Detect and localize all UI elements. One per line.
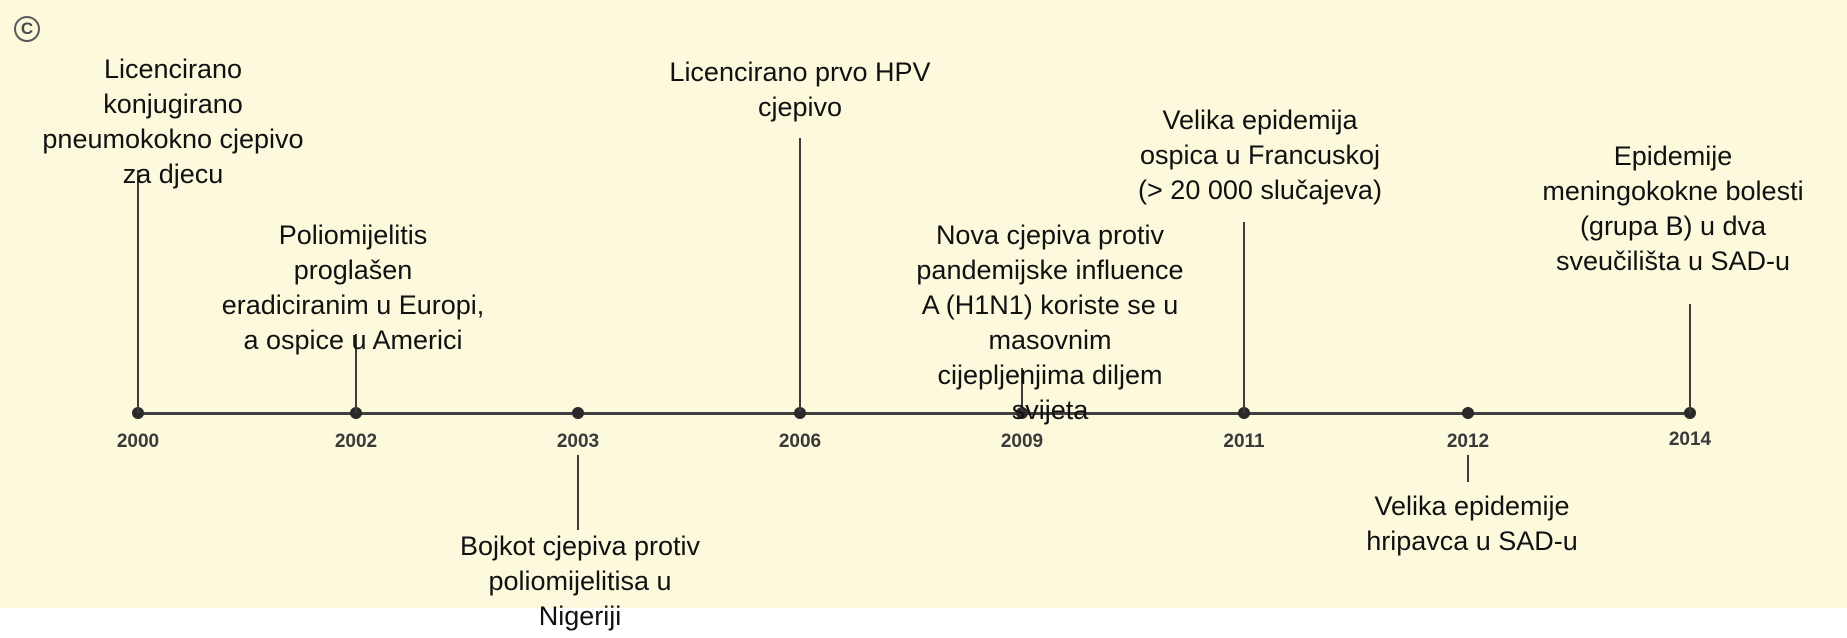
year-label: 2012 [1446, 431, 1490, 452]
year-label: 2002 [334, 431, 378, 452]
year-label: 2009 [1000, 431, 1044, 452]
copyright-badge: C [14, 16, 40, 42]
year-label: 2011 [1223, 431, 1265, 452]
marker-2009 [1016, 407, 1028, 419]
marker-2011 [1238, 407, 1250, 419]
event-2009: Nova cjepiva protiv pandemijske influenc… [916, 220, 1184, 425]
connector-2002 [355, 334, 357, 413]
event-2006: Licencirano prvo HPV cjepivo [669, 57, 931, 122]
timeline-axis [136, 412, 1690, 415]
marker-2006 [794, 407, 806, 419]
event-2011: Velika epidemija ospica u Francuskoj (> … [1138, 105, 1382, 205]
connector-2006 [799, 138, 801, 413]
event-2014: Epidemije meningokokne bolesti (grupa B)… [1542, 141, 1804, 276]
year-label: 2003 [556, 431, 600, 452]
connector-2011 [1243, 222, 1245, 413]
connector-2009 [1021, 368, 1023, 413]
event-2003: Bojkot cjepiva protiv poliomijelitisa u … [459, 531, 701, 631]
connector-2014 [1689, 304, 1691, 413]
marker-2012 [1462, 407, 1474, 419]
marker-2003 [572, 407, 584, 419]
connector-2000 [137, 170, 139, 413]
marker-2014 [1684, 407, 1696, 419]
event-2012: Velika epidemije hripavca u SAD-u [1366, 491, 1578, 556]
connector-2012 [1467, 455, 1469, 482]
marker-2002 [350, 407, 362, 419]
event-2000: Licencirano konjugirano pneumokokno cjep… [42, 54, 304, 189]
marker-2000 [132, 407, 144, 419]
year-label: 2000 [116, 431, 160, 452]
connector-2003 [577, 455, 579, 530]
year-label: 2014 [1668, 429, 1712, 450]
event-2002: Poliomijelitis proglašen eradiciranim u … [221, 220, 485, 355]
year-label: 2006 [778, 431, 822, 452]
